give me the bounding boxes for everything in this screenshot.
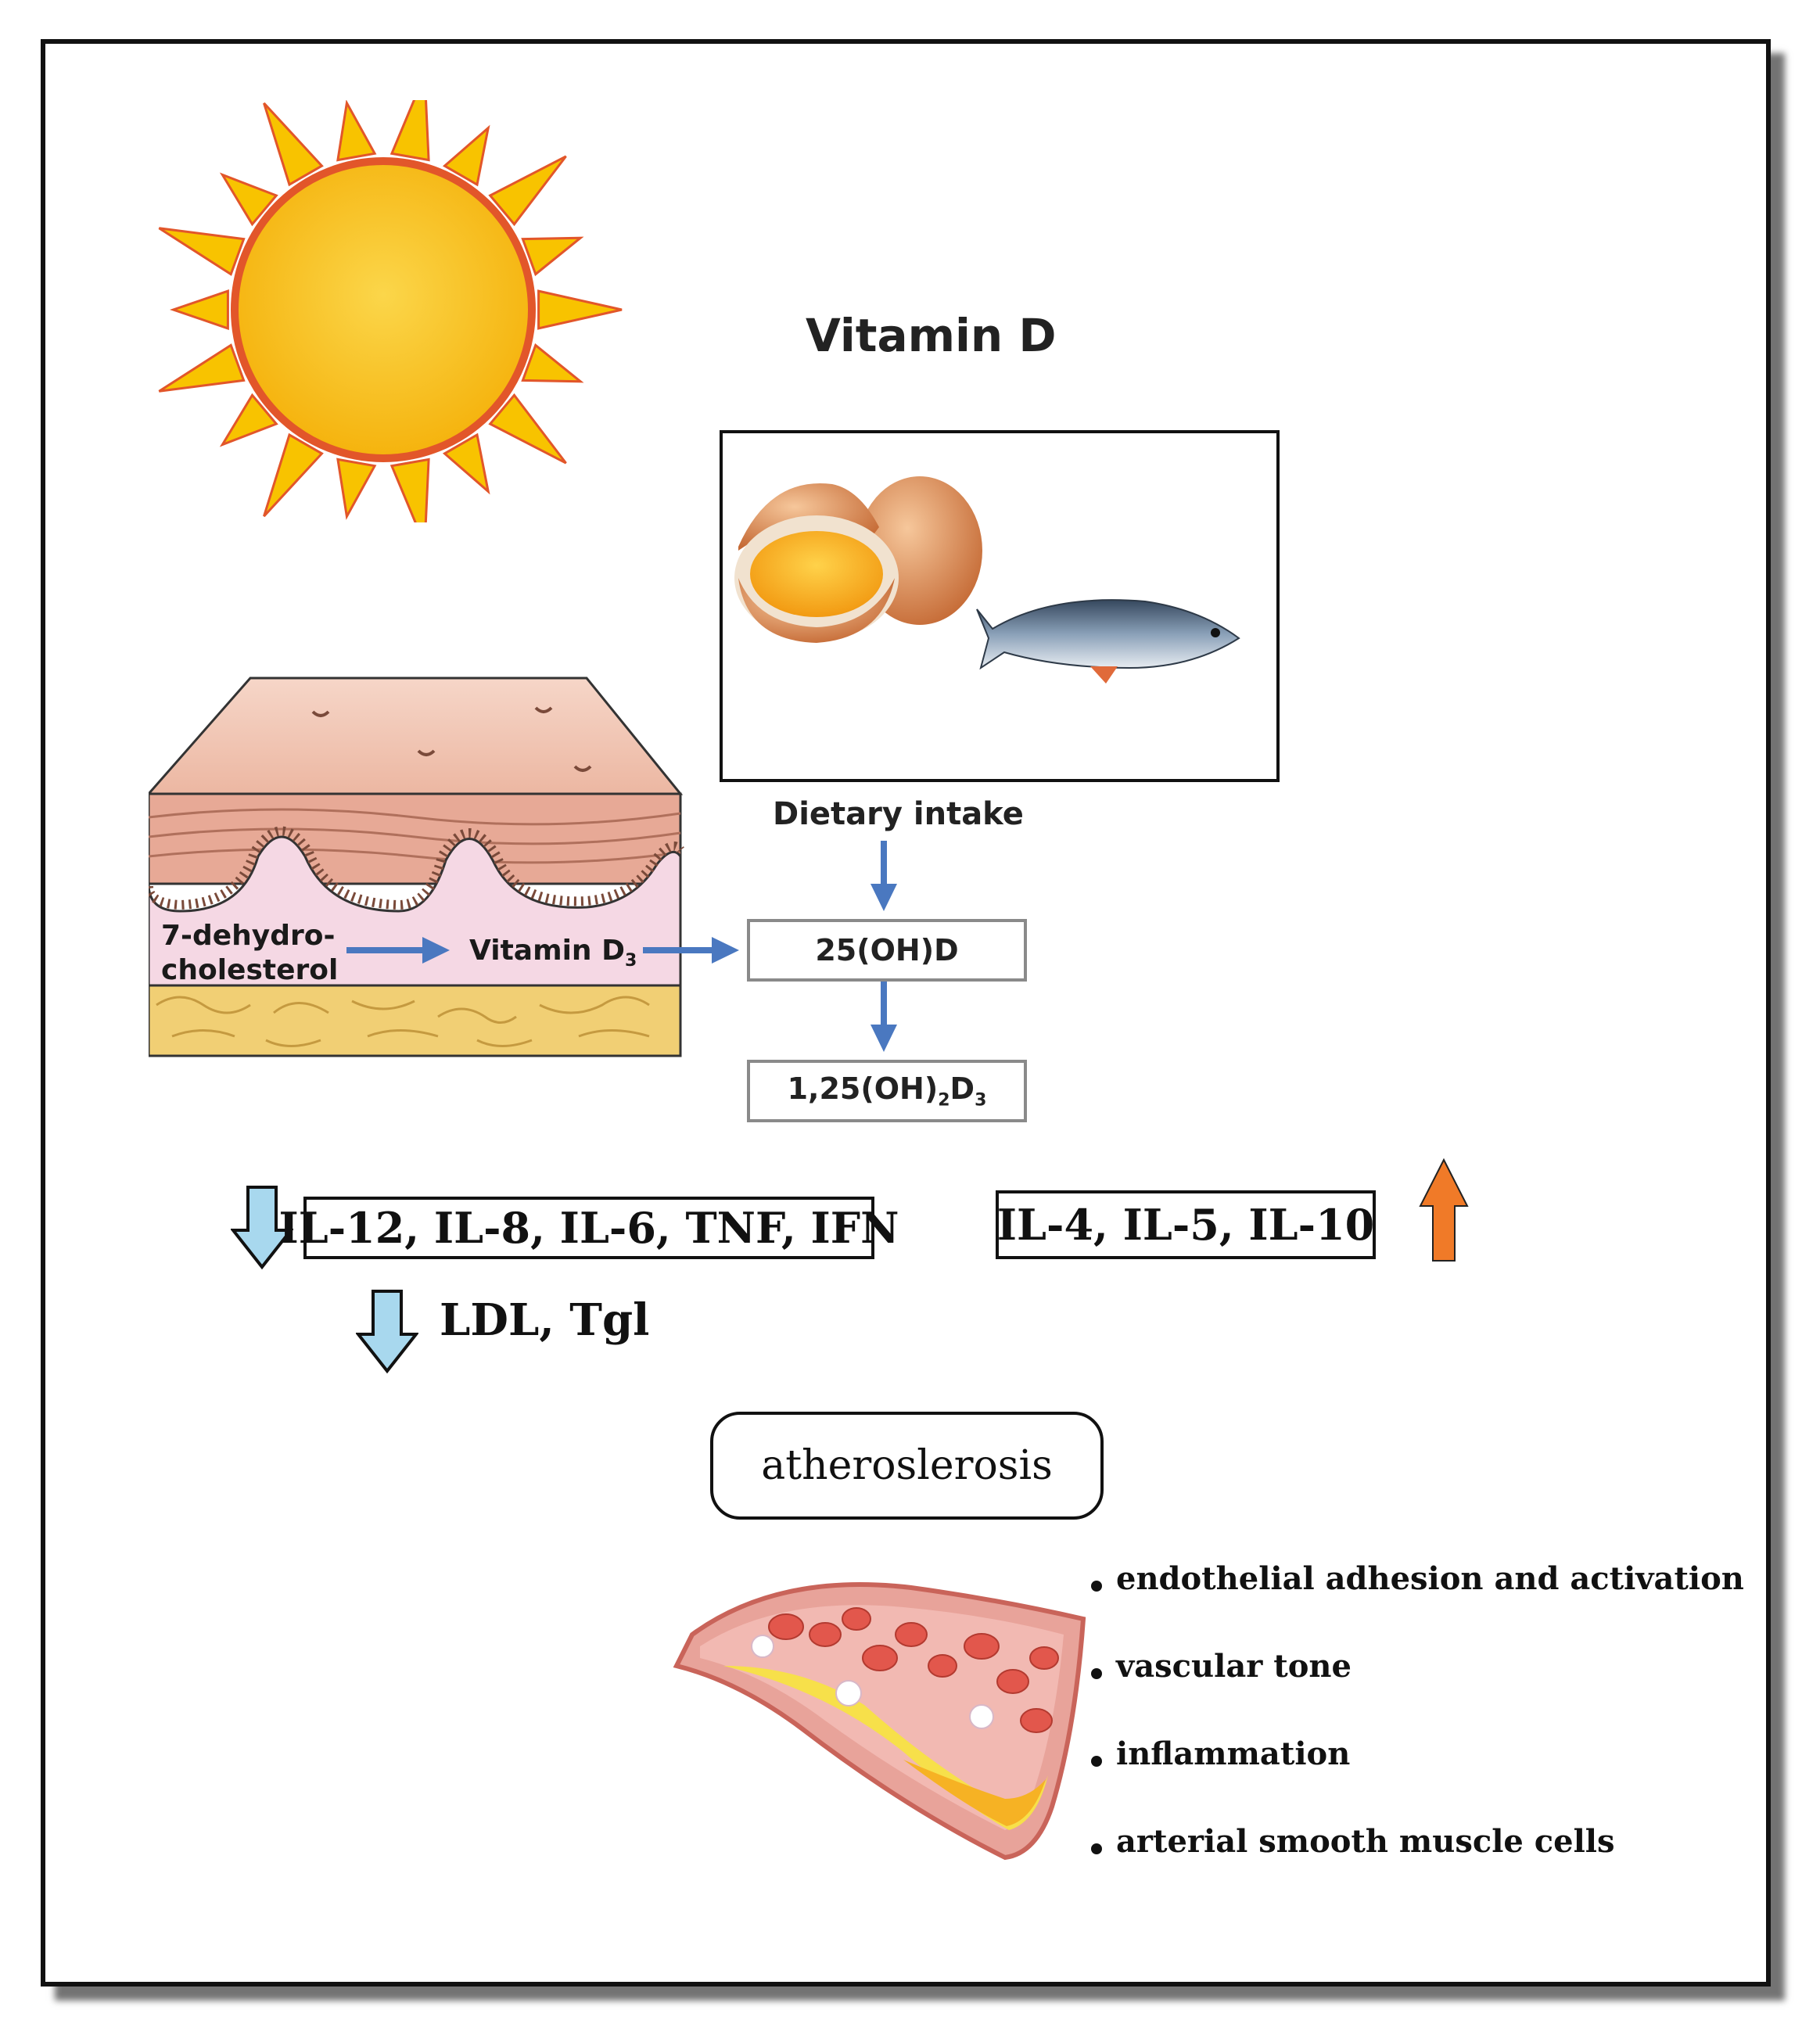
skin-cross-section-image (149, 677, 684, 1057)
sun-ray (336, 458, 377, 520)
25ohd-label: 25(OH)D (815, 933, 959, 967)
vitamin-d3-label: Vitamin D3 (469, 935, 637, 971)
effect-label: inflammation (1116, 1735, 1351, 1772)
125ohd3-label: 1,25(OH)2D3 (788, 1071, 987, 1111)
precursor-line-2: cholesterol (161, 954, 339, 986)
eggs-and-fish-image (734, 476, 1240, 684)
vitamin-d3-text: Vitamin D (469, 935, 625, 967)
effects-list: endothelial adhesion and activation vasc… (1091, 1560, 1744, 1911)
sun-ray (219, 393, 278, 447)
artery-image (673, 1582, 1086, 1861)
decreased-cytokines-label: IL-12, IL-8, IL-6, TNF, IFN (278, 1203, 899, 1253)
sun-ray (488, 393, 567, 465)
7-dehydrocholesterol-label: 7-dehydro- cholesterol (161, 919, 338, 988)
down-arrow-icon (231, 1186, 293, 1270)
effect-label: arterial smooth muscle cells (1116, 1823, 1615, 1860)
decreased-lipids-label: LDL, Tgl (440, 1294, 650, 1346)
effect-item: vascular tone (1091, 1648, 1744, 1735)
sun-ray (488, 155, 567, 227)
sun-ray (521, 343, 584, 383)
diagram-title: Vitamin D (806, 309, 1057, 362)
effect-item: arterial smooth muscle cells (1091, 1823, 1744, 1911)
calcitriol-text-a: 1,25(OH) (787, 1071, 939, 1107)
sun-ray (442, 124, 490, 187)
vitamin-d3-subscript: 3 (624, 951, 637, 971)
increased-cytokines-label: IL-4, IL-5, IL-10 (996, 1200, 1375, 1250)
increased-cytokines-box: IL-4, IL-5, IL-10 (996, 1190, 1376, 1259)
sun-ray (336, 100, 377, 162)
25ohd-box: 25(OH)D (747, 919, 1027, 982)
sun-ray (537, 289, 623, 330)
sun-ray (169, 289, 229, 330)
sun-ray (158, 227, 246, 276)
effect-label: endothelial adhesion and activation (1116, 1560, 1744, 1597)
sun-icon (158, 100, 623, 522)
sun-ray (158, 343, 246, 393)
sun-ray (263, 432, 324, 518)
disease-box: atheroslerosis (710, 1412, 1104, 1520)
effect-label: vascular tone (1116, 1648, 1352, 1685)
precursor-line-1: 7-dehydro- (161, 920, 336, 952)
disease-label: atheroslerosis (761, 1442, 1053, 1489)
dietary-intake-label: Dietary intake (773, 796, 1024, 832)
sun-ray (219, 172, 278, 227)
bullet-icon (1091, 1668, 1102, 1679)
sun-ray (442, 432, 490, 495)
dietary-sources-image (720, 430, 1280, 782)
sun-ray (389, 100, 430, 162)
effect-item: endothelial adhesion and activation (1091, 1560, 1744, 1648)
sun-ray (389, 458, 430, 522)
calcitriol-text-b: D (949, 1071, 975, 1107)
bullet-icon (1091, 1581, 1102, 1592)
down-arrow-lipids-icon (356, 1290, 418, 1374)
calcitriol-sub-2: 3 (975, 1090, 987, 1111)
sun-ray (521, 236, 584, 277)
calcitriol-sub-1: 2 (938, 1090, 950, 1111)
125ohd3-box: 1,25(OH)2D3 (747, 1060, 1027, 1122)
up-arrow-icon (1419, 1157, 1469, 1262)
decreased-cytokines-box: IL-12, IL-8, IL-6, TNF, IFN (278, 1197, 899, 1259)
bullet-icon (1091, 1843, 1102, 1854)
sun-ray (263, 102, 324, 187)
effect-item: inflammation (1091, 1735, 1744, 1823)
bullet-icon (1091, 1756, 1102, 1767)
